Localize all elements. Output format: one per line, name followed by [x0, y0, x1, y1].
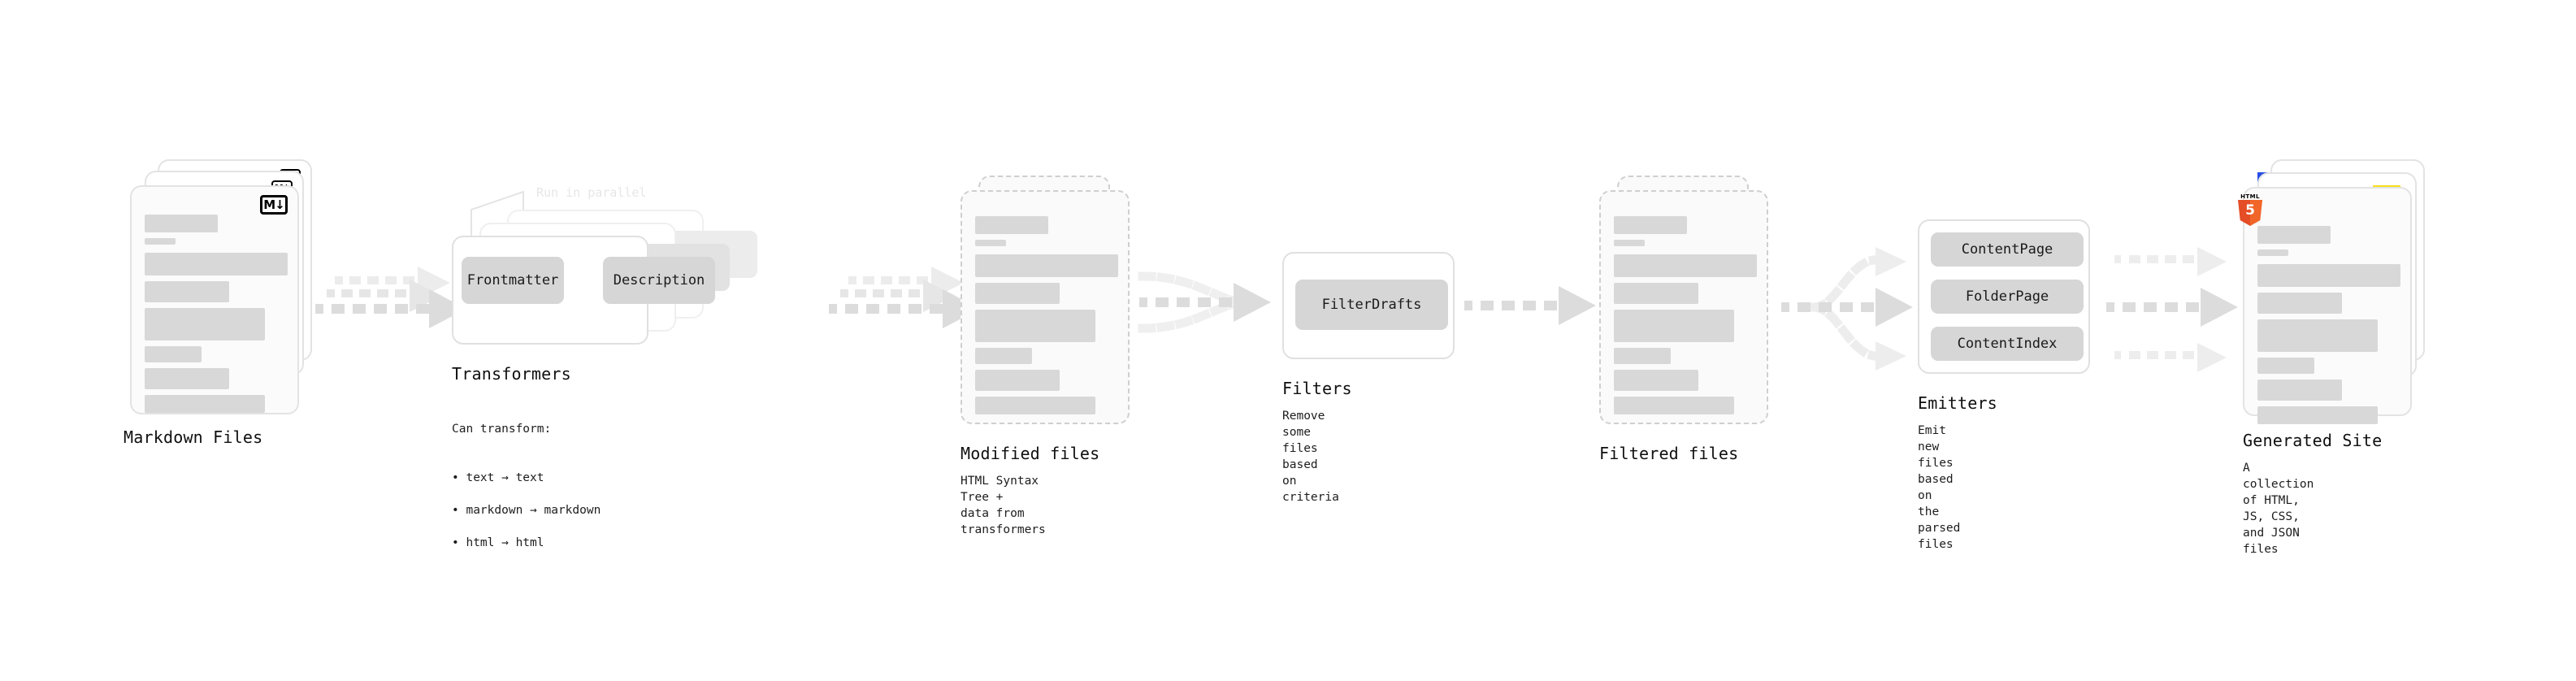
skeleton-content	[2257, 226, 2400, 424]
transformers-description: Can transform: • text → text • markdown …	[452, 405, 601, 583]
stage-title-generated-site: Generated Site	[2243, 431, 2383, 450]
transformer-box-front: Frontmatter Description	[452, 236, 715, 345]
markdown-card-front: M↓	[130, 185, 299, 414]
emitter-chip-contentindex[interactable]: ContentIndex	[1931, 327, 2084, 361]
generated-card-front-html: HTML 5	[2238, 187, 2412, 424]
arrow-modified-to-filters	[1138, 271, 1271, 333]
skeleton-content	[145, 215, 288, 413]
stage-title-filters: Filters	[1282, 379, 1352, 398]
arrow-transformers-to-modified	[829, 267, 980, 328]
stage-title-markdown-files: Markdown Files	[124, 427, 263, 447]
stage-title-emitters: Emitters	[1918, 393, 1997, 413]
arrow-filters-to-filtered	[1464, 286, 1596, 325]
stage-title-transformers: Transformers	[452, 364, 571, 384]
list-item: • markdown → markdown	[452, 504, 601, 517]
emitters-description: Emit new files based on the parsed files	[1918, 424, 1961, 551]
arrow-emitters-to-generated-site	[2106, 247, 2238, 372]
stage-title-modified-files: Modified files	[961, 444, 1100, 463]
skeleton-content	[1614, 216, 1757, 414]
list-item: • html → html	[452, 536, 544, 549]
filter-chip-filterdrafts[interactable]: FilterDrafts	[1295, 280, 1448, 330]
run-in-parallel-pointer	[471, 190, 524, 241]
modified-card-front	[961, 190, 1130, 424]
emitter-chip-contentpage[interactable]: ContentPage	[1931, 232, 2084, 267]
arrow-filtered-to-emitters	[1781, 247, 1913, 371]
emitter-chip-folderpage[interactable]: FolderPage	[1931, 280, 2084, 314]
run-in-parallel-label: Run in parallel	[536, 185, 647, 200]
html5-badge-icon: HTML 5	[2236, 193, 2264, 226]
arrow-markdown-to-transformers	[315, 267, 466, 328]
transform-list: • text → text • markdown → markdown • ht…	[452, 453, 601, 567]
list-item: • text → text	[452, 471, 544, 484]
transformer-chip-description[interactable]: Description	[603, 257, 715, 304]
generated-site-description: A collection of HTML, JS, CSS, and JSON …	[2243, 462, 2314, 556]
transformer-chip-frontmatter[interactable]: Frontmatter	[462, 257, 564, 304]
skeleton-content	[975, 216, 1118, 414]
filtered-card-front	[1599, 190, 1768, 424]
stage-title-filtered-files: Filtered files	[1599, 444, 1739, 463]
filters-box: FilterDrafts	[1282, 252, 1455, 359]
emitters-box: ContentPage FolderPage ContentIndex	[1918, 219, 2090, 374]
filters-description: Remove some files based on criteria	[1282, 410, 1339, 504]
can-transform-heading: Can transform:	[452, 423, 552, 436]
markdown-badge-icon: M↓	[260, 195, 288, 215]
modified-files-description: HTML Syntax Tree + data from transformer…	[961, 475, 1046, 536]
